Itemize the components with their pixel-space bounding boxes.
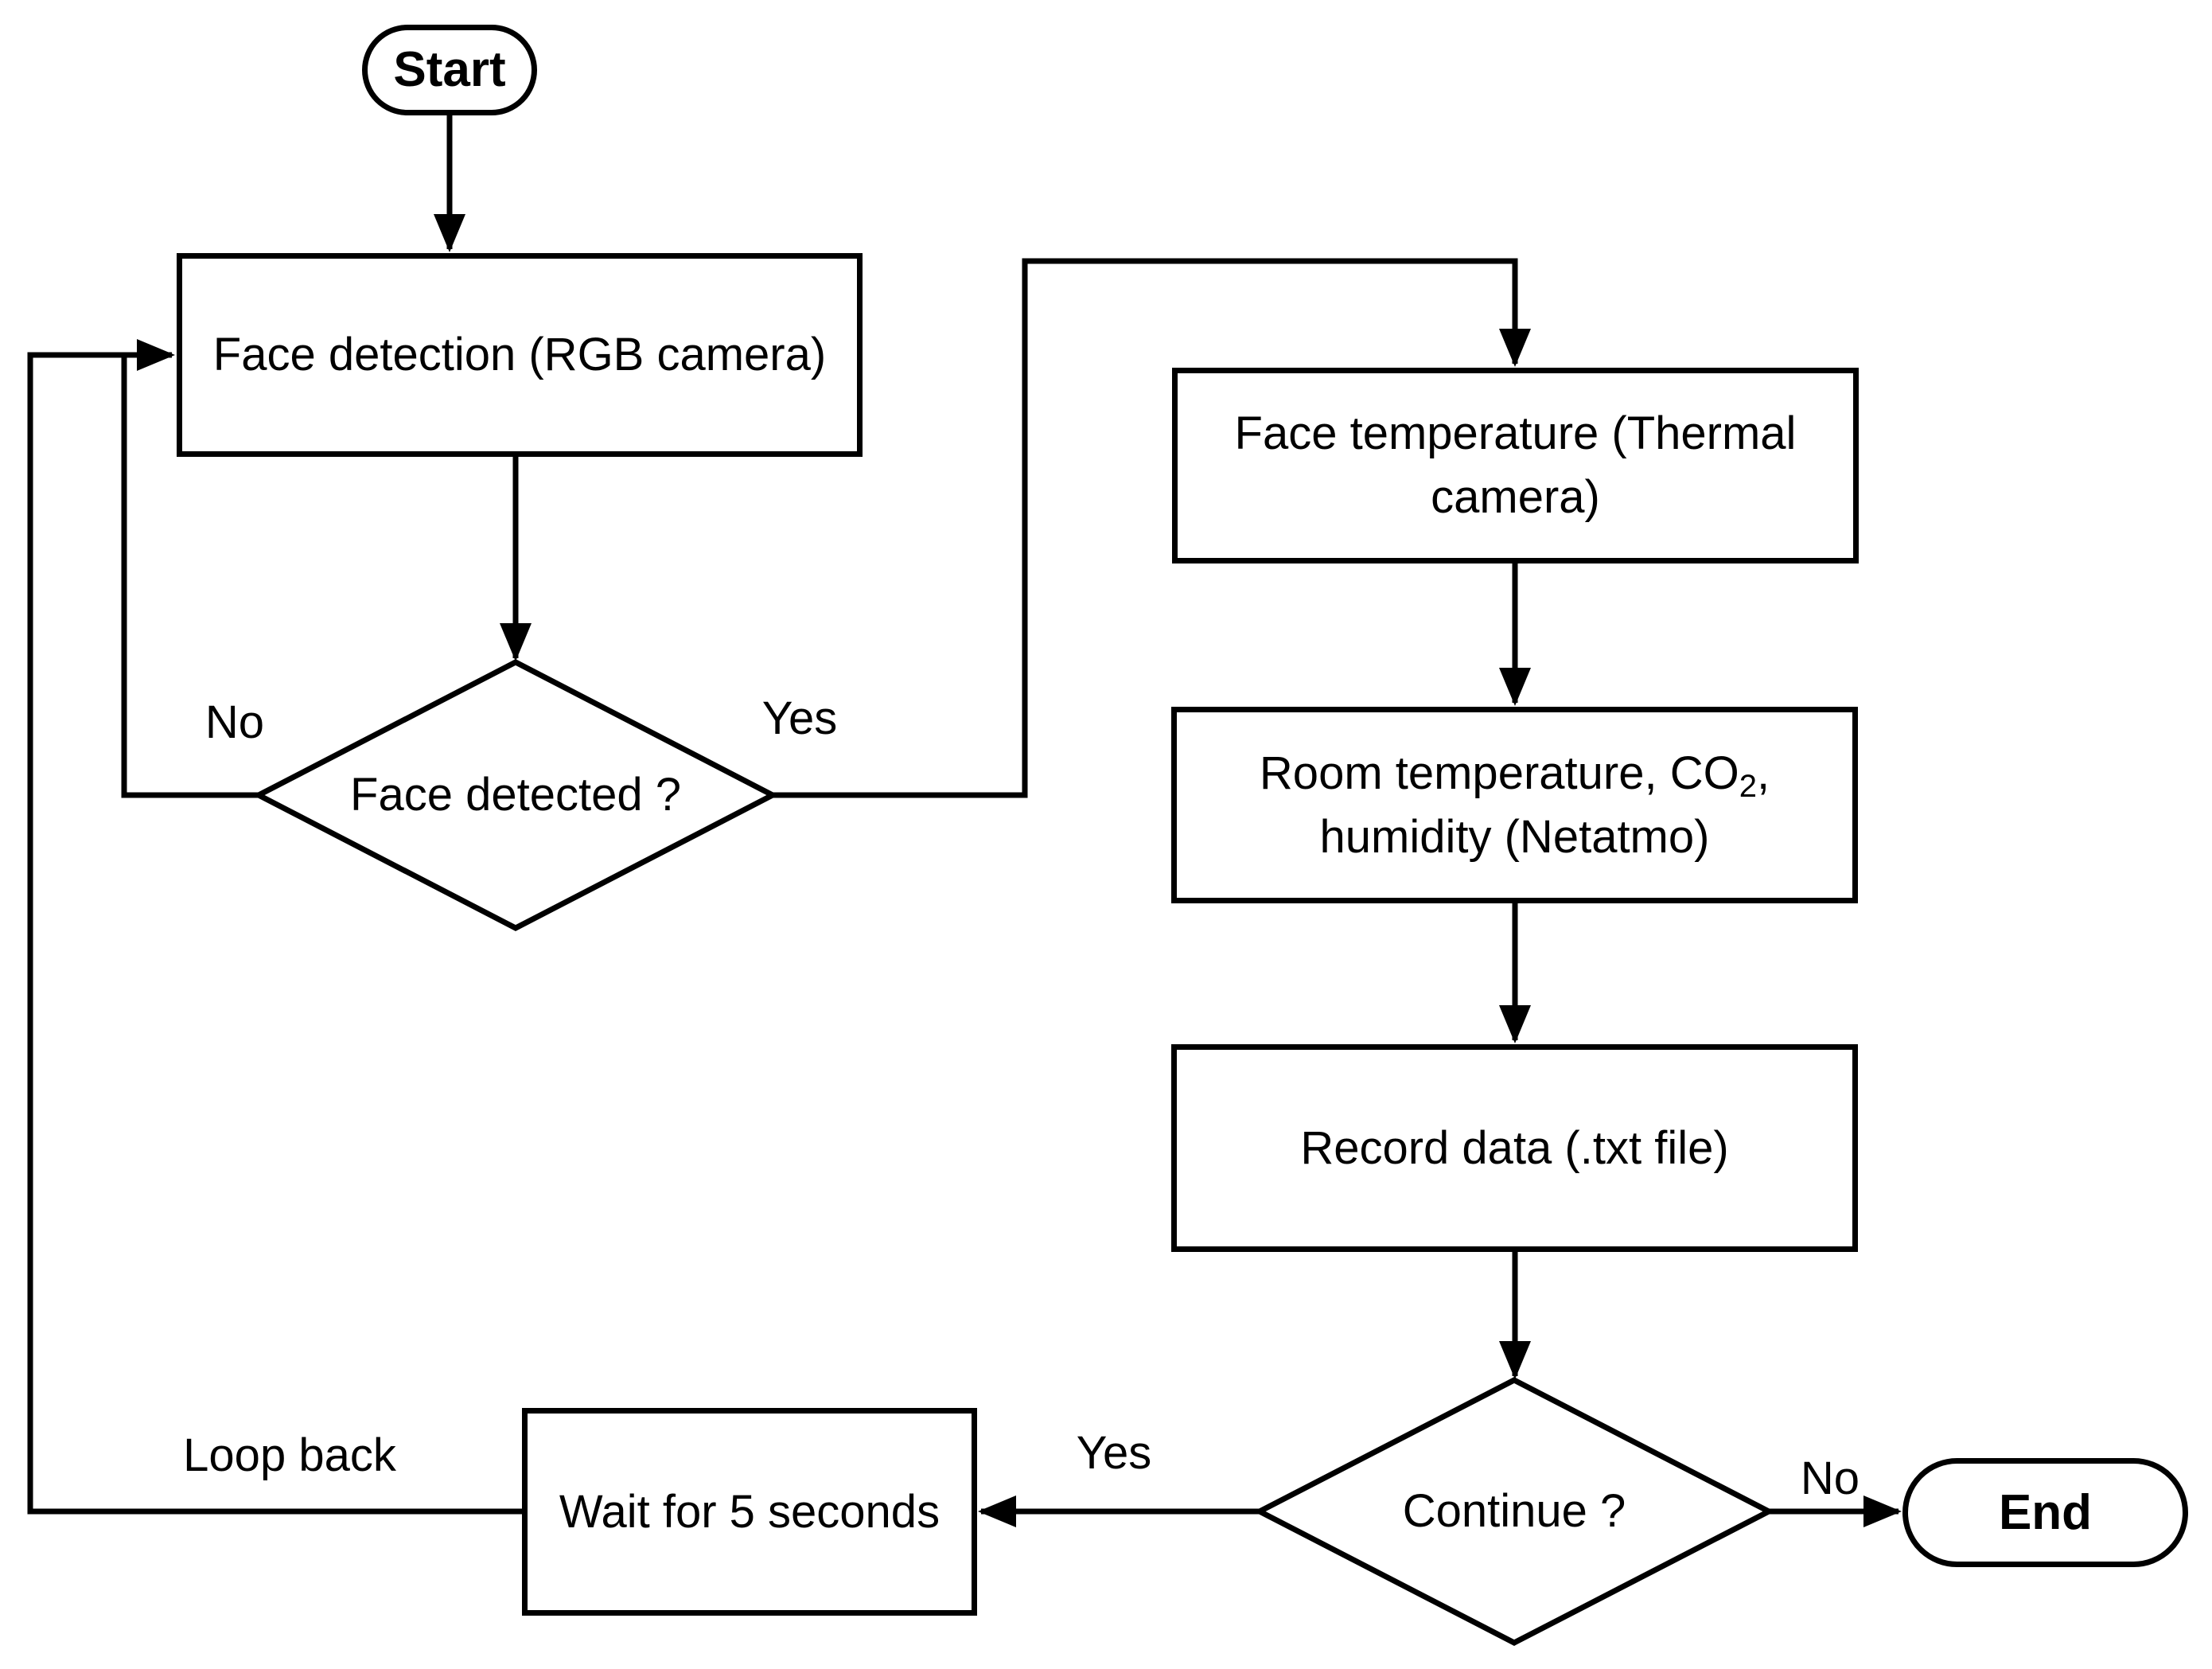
end-node: End xyxy=(1902,1458,2188,1567)
continue-label: Continue ? xyxy=(1402,1485,1626,1537)
co2-subscript: 2 xyxy=(1739,768,1757,804)
continue-no-label: No xyxy=(1800,1453,1860,1504)
edge-no-branch xyxy=(121,357,259,798)
room-conditions-line2: humidity (Netatmo) xyxy=(1319,810,1710,863)
record-data-label: Record data (.txt file) xyxy=(1300,1121,1729,1174)
record-data-node: Record data (.txt file) xyxy=(1171,1044,1858,1252)
face-temperature-line1: Face temperature (Thermal xyxy=(1234,408,1797,459)
face-detected-yes-label: Yes xyxy=(761,692,838,744)
wait-label: Wait for 5 seconds xyxy=(559,1485,940,1538)
wait-node: Wait for 5 seconds xyxy=(522,1408,977,1616)
loop-back-label: Loop back xyxy=(183,1429,396,1481)
continue-yes-label: Yes xyxy=(1076,1427,1152,1479)
decision-face-detected-shape xyxy=(252,659,779,931)
room-conditions-line1: Room temperature, CO2, xyxy=(1259,747,1770,804)
edge-yes-branch-to-face-temperature xyxy=(773,258,1531,798)
face-detection-label: Face detection (RGB camera) xyxy=(212,329,827,380)
start-node: Start xyxy=(362,25,537,115)
edge-loop-back xyxy=(27,339,522,1515)
face-detected-no-label: No xyxy=(204,696,265,748)
face-detection-node: Face detection (RGB camera) xyxy=(177,253,863,457)
face-detected-label: Face detected ? xyxy=(350,769,681,821)
end-label: End xyxy=(1998,1484,2093,1540)
start-label: Start xyxy=(393,42,506,97)
room-conditions-node: Room temperature, CO2, humidity (Netatmo… xyxy=(1171,707,1858,903)
face-temperature-node: Face temperature (Thermal camera) xyxy=(1172,368,1859,563)
face-temperature-line2: camera) xyxy=(1431,471,1600,523)
decision-continue-shape xyxy=(1253,1377,1775,1646)
